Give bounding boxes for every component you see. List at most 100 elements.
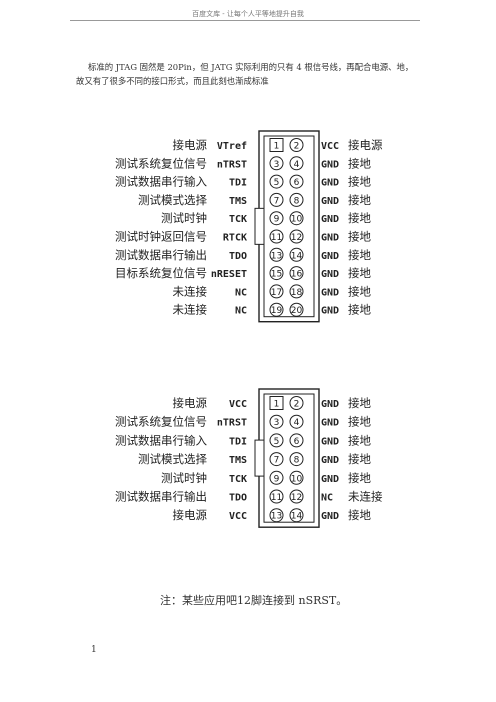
conn20-label-cn-left: 测试数据串行输入 <box>115 175 207 189</box>
conn20-signal-right: GND <box>321 178 339 189</box>
conn14-pin-number: 14 <box>291 512 303 522</box>
conn14-signal-right: GND <box>321 436 339 447</box>
conn20-pin-number: 1 <box>274 142 280 152</box>
conn14-pin-number: 1 <box>274 400 280 410</box>
conn14-signal-right: GND <box>321 455 339 466</box>
conn14-label-cn-right: 接地 <box>348 508 371 522</box>
conn20-label-cn-left: 测试模式选择 <box>138 193 207 207</box>
conn20-label-cn-right: 接地 <box>348 156 371 170</box>
conn20-pin-circle <box>289 266 304 281</box>
conn20-pin-circle <box>269 192 284 207</box>
conn20-pin-circle <box>269 284 284 299</box>
page-header: 百度文库 - 让每个人平等地提升自我 <box>192 10 304 18</box>
conn14-label-cn-right: 接地 <box>348 396 371 410</box>
conn20-pin-circle <box>269 229 284 244</box>
conn14-label-cn-right: 接地 <box>348 471 371 485</box>
conn20-signal-left: NC <box>235 287 247 298</box>
conn20-pin-number: 14 <box>291 251 303 261</box>
conn14-label-cn-right: 接地 <box>348 433 371 447</box>
conn20-pin-circle <box>289 156 304 171</box>
conn20-pin-circle <box>289 211 304 226</box>
conn20-pin-number: 13 <box>271 251 282 261</box>
conn14-pin-circle <box>269 508 284 523</box>
conn20-signal-right: GND <box>321 233 339 244</box>
conn20-label-cn-left: 未连接 <box>173 284 208 298</box>
conn14-pin-number: 11 <box>271 493 282 503</box>
conn20-pin-number: 8 <box>294 196 300 206</box>
conn14-signal-right: GND <box>321 474 339 485</box>
conn14-label-cn-left: 测试数据串行输出 <box>115 490 207 504</box>
conn20-pin-circle <box>269 266 284 281</box>
conn14-pin-number: 8 <box>294 456 300 466</box>
conn14-pin-number: 2 <box>294 400 300 410</box>
conn14-pin-circle <box>289 508 304 523</box>
conn20-pin-circle <box>289 192 304 207</box>
conn14-pin-circle <box>289 470 304 485</box>
conn14-pin-circle <box>269 452 284 467</box>
conn20-pin-number: 19 <box>271 306 283 316</box>
conn20-signal-right: VCC <box>321 141 339 152</box>
conn14-pin-number: 5 <box>274 437 280 447</box>
conn20-pin-square <box>269 138 284 152</box>
conn14-signal-right: GND <box>321 511 339 522</box>
conn20-pin-circle <box>289 284 304 299</box>
conn20-pin-number: 2 <box>294 142 300 152</box>
conn14-label-cn-right: 接地 <box>348 415 371 429</box>
conn20-signal-left: nTRST <box>217 159 247 170</box>
conn20-pin-number: 20 <box>291 306 303 316</box>
conn20-pin-circle <box>289 302 304 317</box>
conn20-label-cn-right: 接地 <box>348 193 371 207</box>
conn14-pin-number: 12 <box>291 493 302 503</box>
conn20-pin-circle <box>269 156 284 171</box>
conn20-label-cn-left: 测试时钟返回信号 <box>115 230 207 244</box>
conn20-label-cn-left: 接电源 <box>173 138 208 152</box>
conn20-signal-right: GND <box>321 251 339 262</box>
conn20-label-cn-left: 测试数据串行输出 <box>115 248 207 262</box>
conn20-signal-left: TMS <box>229 196 247 207</box>
conn20-label-cn-left: 测试时钟 <box>161 211 207 225</box>
conn14-signal-right: GND <box>321 418 339 429</box>
conn14-signal-right: NC <box>321 493 333 504</box>
conn20-pin-number: 15 <box>271 270 282 280</box>
conn14-pin-circle <box>269 433 284 448</box>
conn14-pin-circle <box>269 414 284 429</box>
conn14-housing-outer <box>258 388 320 528</box>
conn20-pin-circle <box>269 247 284 262</box>
conn14-label-cn-right: 未连接 <box>348 490 383 504</box>
conn20-signal-right: GND <box>321 269 339 280</box>
conn20-pin-circle <box>289 138 304 152</box>
conn20-label-cn-right: 接地 <box>348 230 371 244</box>
conn20-pin-circle <box>269 302 284 317</box>
conn20-key-notch <box>254 207 265 245</box>
conn20-label-cn-right: 接地 <box>348 175 371 189</box>
conn14-signal-right: GND <box>321 399 339 410</box>
footnote: 注：某些应用吧12脚连接到 nSRST。 <box>160 594 348 607</box>
conn14-key-notch <box>254 439 265 477</box>
conn20-signal-right: GND <box>321 196 339 207</box>
conn20-signal-left: nRESET <box>211 269 247 280</box>
conn14-label-cn-left: 接电源 <box>173 396 208 410</box>
conn20-label-cn-right: 接地 <box>348 303 371 317</box>
conn14-signal-left: nTRST <box>217 418 247 429</box>
intro-paragraph: 标准的 JTAG 固然是 20Pin，但 JATG 实际利用的只有 4 根信号线… <box>76 62 414 86</box>
conn14-signal-left: TMS <box>229 455 247 466</box>
conn14-pin-number: 7 <box>274 456 280 466</box>
conn20-label-cn-left: 目标系统复位信号 <box>115 266 207 280</box>
conn14-pin-number: 13 <box>271 512 282 522</box>
conn20-pin-number: 3 <box>274 160 280 170</box>
conn20-signal-right: GND <box>321 306 339 317</box>
conn14-pin-circle <box>289 414 304 429</box>
conn20-signal-right: GND <box>321 214 339 225</box>
conn20-signal-left: NC <box>235 306 247 317</box>
conn14-label-cn-right: 接地 <box>348 452 371 466</box>
conn20-signal-right: GND <box>321 287 339 298</box>
conn20-signal-left: TDI <box>229 178 247 189</box>
conn14-signal-left: TDO <box>229 493 247 504</box>
conn14-pin-circle <box>289 433 304 448</box>
conn20-signal-left: RTCK <box>223 233 247 244</box>
conn20-pin-number: 4 <box>294 160 300 170</box>
conn14-pin-number: 6 <box>294 437 300 447</box>
conn20-label-cn-right: 接地 <box>348 284 371 298</box>
conn20-label-cn-right: 接地 <box>348 248 371 262</box>
